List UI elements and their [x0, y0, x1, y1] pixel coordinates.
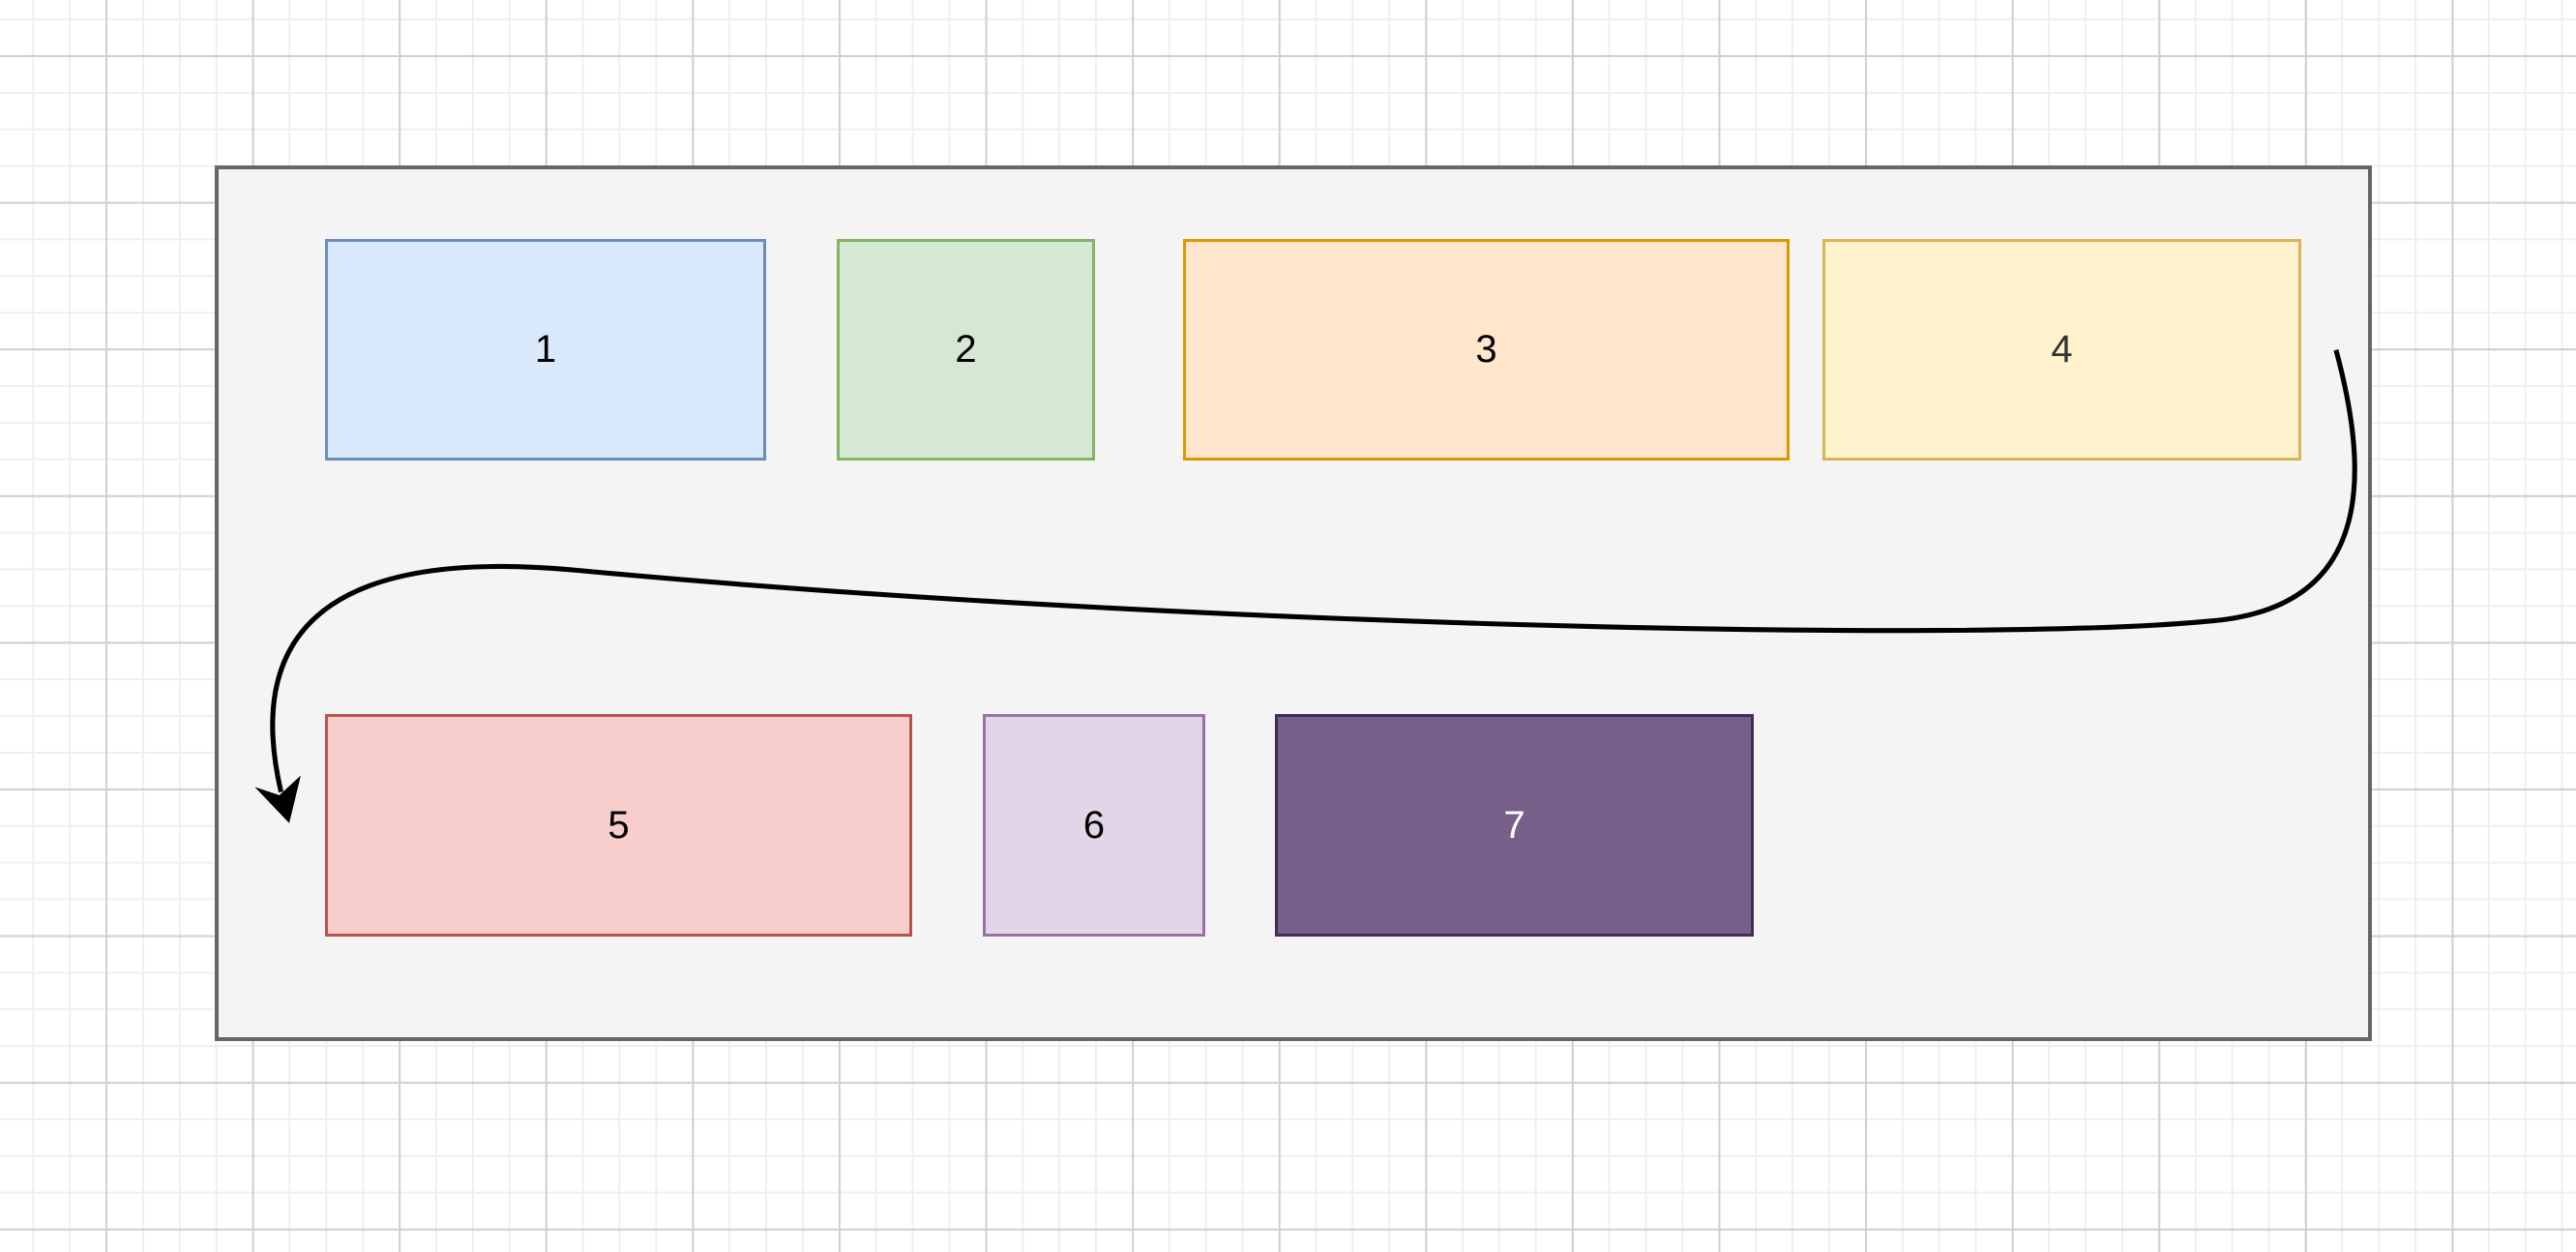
- box-3[interactable]: 3: [1183, 239, 1790, 461]
- box-5[interactable]: 5: [325, 714, 912, 937]
- connector-line[interactable]: [270, 349, 2357, 793]
- box-4[interactable]: 4: [1822, 239, 2301, 461]
- arrowhead-icon: [254, 775, 301, 823]
- box-2[interactable]: 2: [837, 239, 1095, 461]
- box-7[interactable]: 7: [1275, 714, 1754, 937]
- box-6[interactable]: 6: [983, 714, 1205, 937]
- box-1[interactable]: 1: [325, 239, 766, 461]
